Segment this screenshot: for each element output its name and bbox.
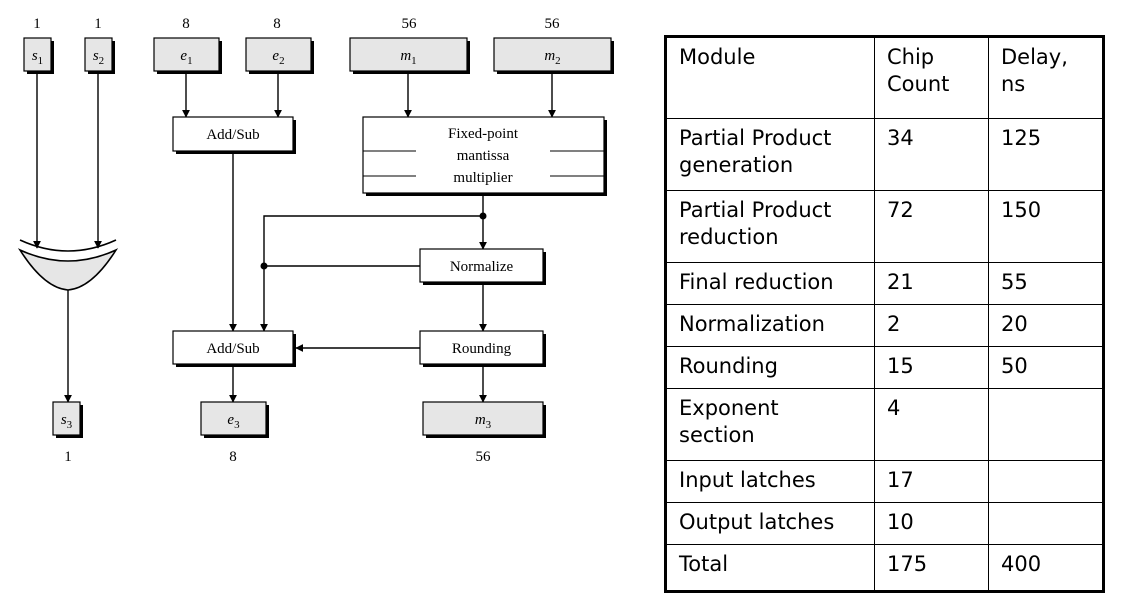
svg-text:multiplier: multiplier xyxy=(453,170,512,186)
output-width-e3: 8 xyxy=(229,449,237,465)
fp-multiplier-diagram: 1 1 8 8 56 56 s1 s2 e1 e2 m1 m2 xyxy=(17,16,614,465)
cell-delay xyxy=(988,388,1104,461)
cell-delay: 50 xyxy=(988,346,1104,389)
mantissa-multiplier-block: Fixed-point mantissa multiplier xyxy=(362,116,607,196)
cell-module: Total xyxy=(665,544,875,592)
cell-chips: 72 xyxy=(874,190,989,263)
cell-chips: 2 xyxy=(874,304,989,347)
svg-text:e1: e1 xyxy=(180,48,192,67)
table-row: Input latches 17 xyxy=(665,460,1104,503)
cell-delay: 20 xyxy=(988,304,1104,347)
svg-text:s2: s2 xyxy=(93,48,104,67)
svg-text:m1: m1 xyxy=(400,48,416,67)
cell-chips: 21 xyxy=(874,262,989,305)
table-row: Rounding 15 50 xyxy=(665,346,1104,389)
cell-module: Final reduction xyxy=(665,262,875,305)
cell-chips: 34 xyxy=(874,118,989,191)
cell-chips: 4 xyxy=(874,388,989,461)
cell-delay xyxy=(988,460,1104,503)
svg-text:Add/Sub: Add/Sub xyxy=(206,341,259,357)
input-box-e2: e2 xyxy=(245,37,314,74)
cell-module: Normalization xyxy=(665,304,875,347)
cell-module: Output latches xyxy=(665,502,875,545)
cell-module: Rounding xyxy=(665,346,875,389)
cell-delay: 400 xyxy=(988,544,1104,592)
input-width-e1: 8 xyxy=(182,16,190,32)
svg-text:Add/Sub: Add/Sub xyxy=(206,127,259,143)
cell-chips: 175 xyxy=(874,544,989,592)
input-width-m2: 56 xyxy=(545,16,561,32)
svg-text:Rounding: Rounding xyxy=(452,341,512,357)
table-row: Final reduction 21 55 xyxy=(665,262,1104,305)
input-box-e1: e1 xyxy=(153,37,222,74)
svg-text:Fixed-point: Fixed-point xyxy=(448,126,519,142)
input-width-e2: 8 xyxy=(273,16,281,32)
cell-delay: 150 xyxy=(988,190,1104,263)
wire-multiplier-to-exp-adjust xyxy=(260,215,483,332)
output-box-m3: m3 xyxy=(422,401,546,438)
svg-text:Normalize: Normalize xyxy=(450,259,514,275)
cell-chips: 10 xyxy=(874,502,989,545)
cell-chips: 15 xyxy=(874,346,989,389)
svg-text:s1: s1 xyxy=(32,48,43,67)
cell-chips: 17 xyxy=(874,460,989,503)
svg-text:e3: e3 xyxy=(227,412,240,431)
cell-delay: 125 xyxy=(988,118,1104,191)
input-width-s1: 1 xyxy=(33,16,41,32)
add-sub-top-block: Add/Sub xyxy=(172,116,296,154)
input-width-s2: 1 xyxy=(94,16,102,32)
table-row-total: Total 175 400 xyxy=(665,544,1104,592)
output-box-e3: e3 xyxy=(200,401,269,438)
output-box-s3: s3 xyxy=(52,401,83,438)
svg-text:m3: m3 xyxy=(475,412,492,431)
cell-module: Input latches xyxy=(665,460,875,503)
cell-delay xyxy=(988,502,1104,545)
table-row: Normalization 2 20 xyxy=(665,304,1104,347)
output-width-m3: 56 xyxy=(476,449,492,465)
input-box-s2: s2 xyxy=(84,37,115,74)
add-sub-bottom-block: Add/Sub xyxy=(172,330,296,367)
header-module: Module xyxy=(665,36,875,119)
svg-text:e2: e2 xyxy=(272,48,284,67)
output-width-s3: 1 xyxy=(64,449,72,465)
input-box-s1: s1 xyxy=(23,37,54,74)
normalize-block: Normalize xyxy=(419,248,546,285)
header-delay: Delay,ns xyxy=(988,36,1104,119)
svg-text:m2: m2 xyxy=(544,48,560,67)
input-width-m1: 56 xyxy=(402,16,418,32)
table-row: Output latches 10 xyxy=(665,502,1104,545)
svg-text:s3: s3 xyxy=(61,412,73,431)
cell-delay: 55 xyxy=(988,262,1104,305)
xor-gate xyxy=(17,239,119,291)
input-box-m1: m1 xyxy=(349,37,470,74)
svg-text:mantissa: mantissa xyxy=(457,148,510,164)
rounding-block: Rounding xyxy=(419,330,546,367)
input-box-m2: m2 xyxy=(493,37,614,74)
